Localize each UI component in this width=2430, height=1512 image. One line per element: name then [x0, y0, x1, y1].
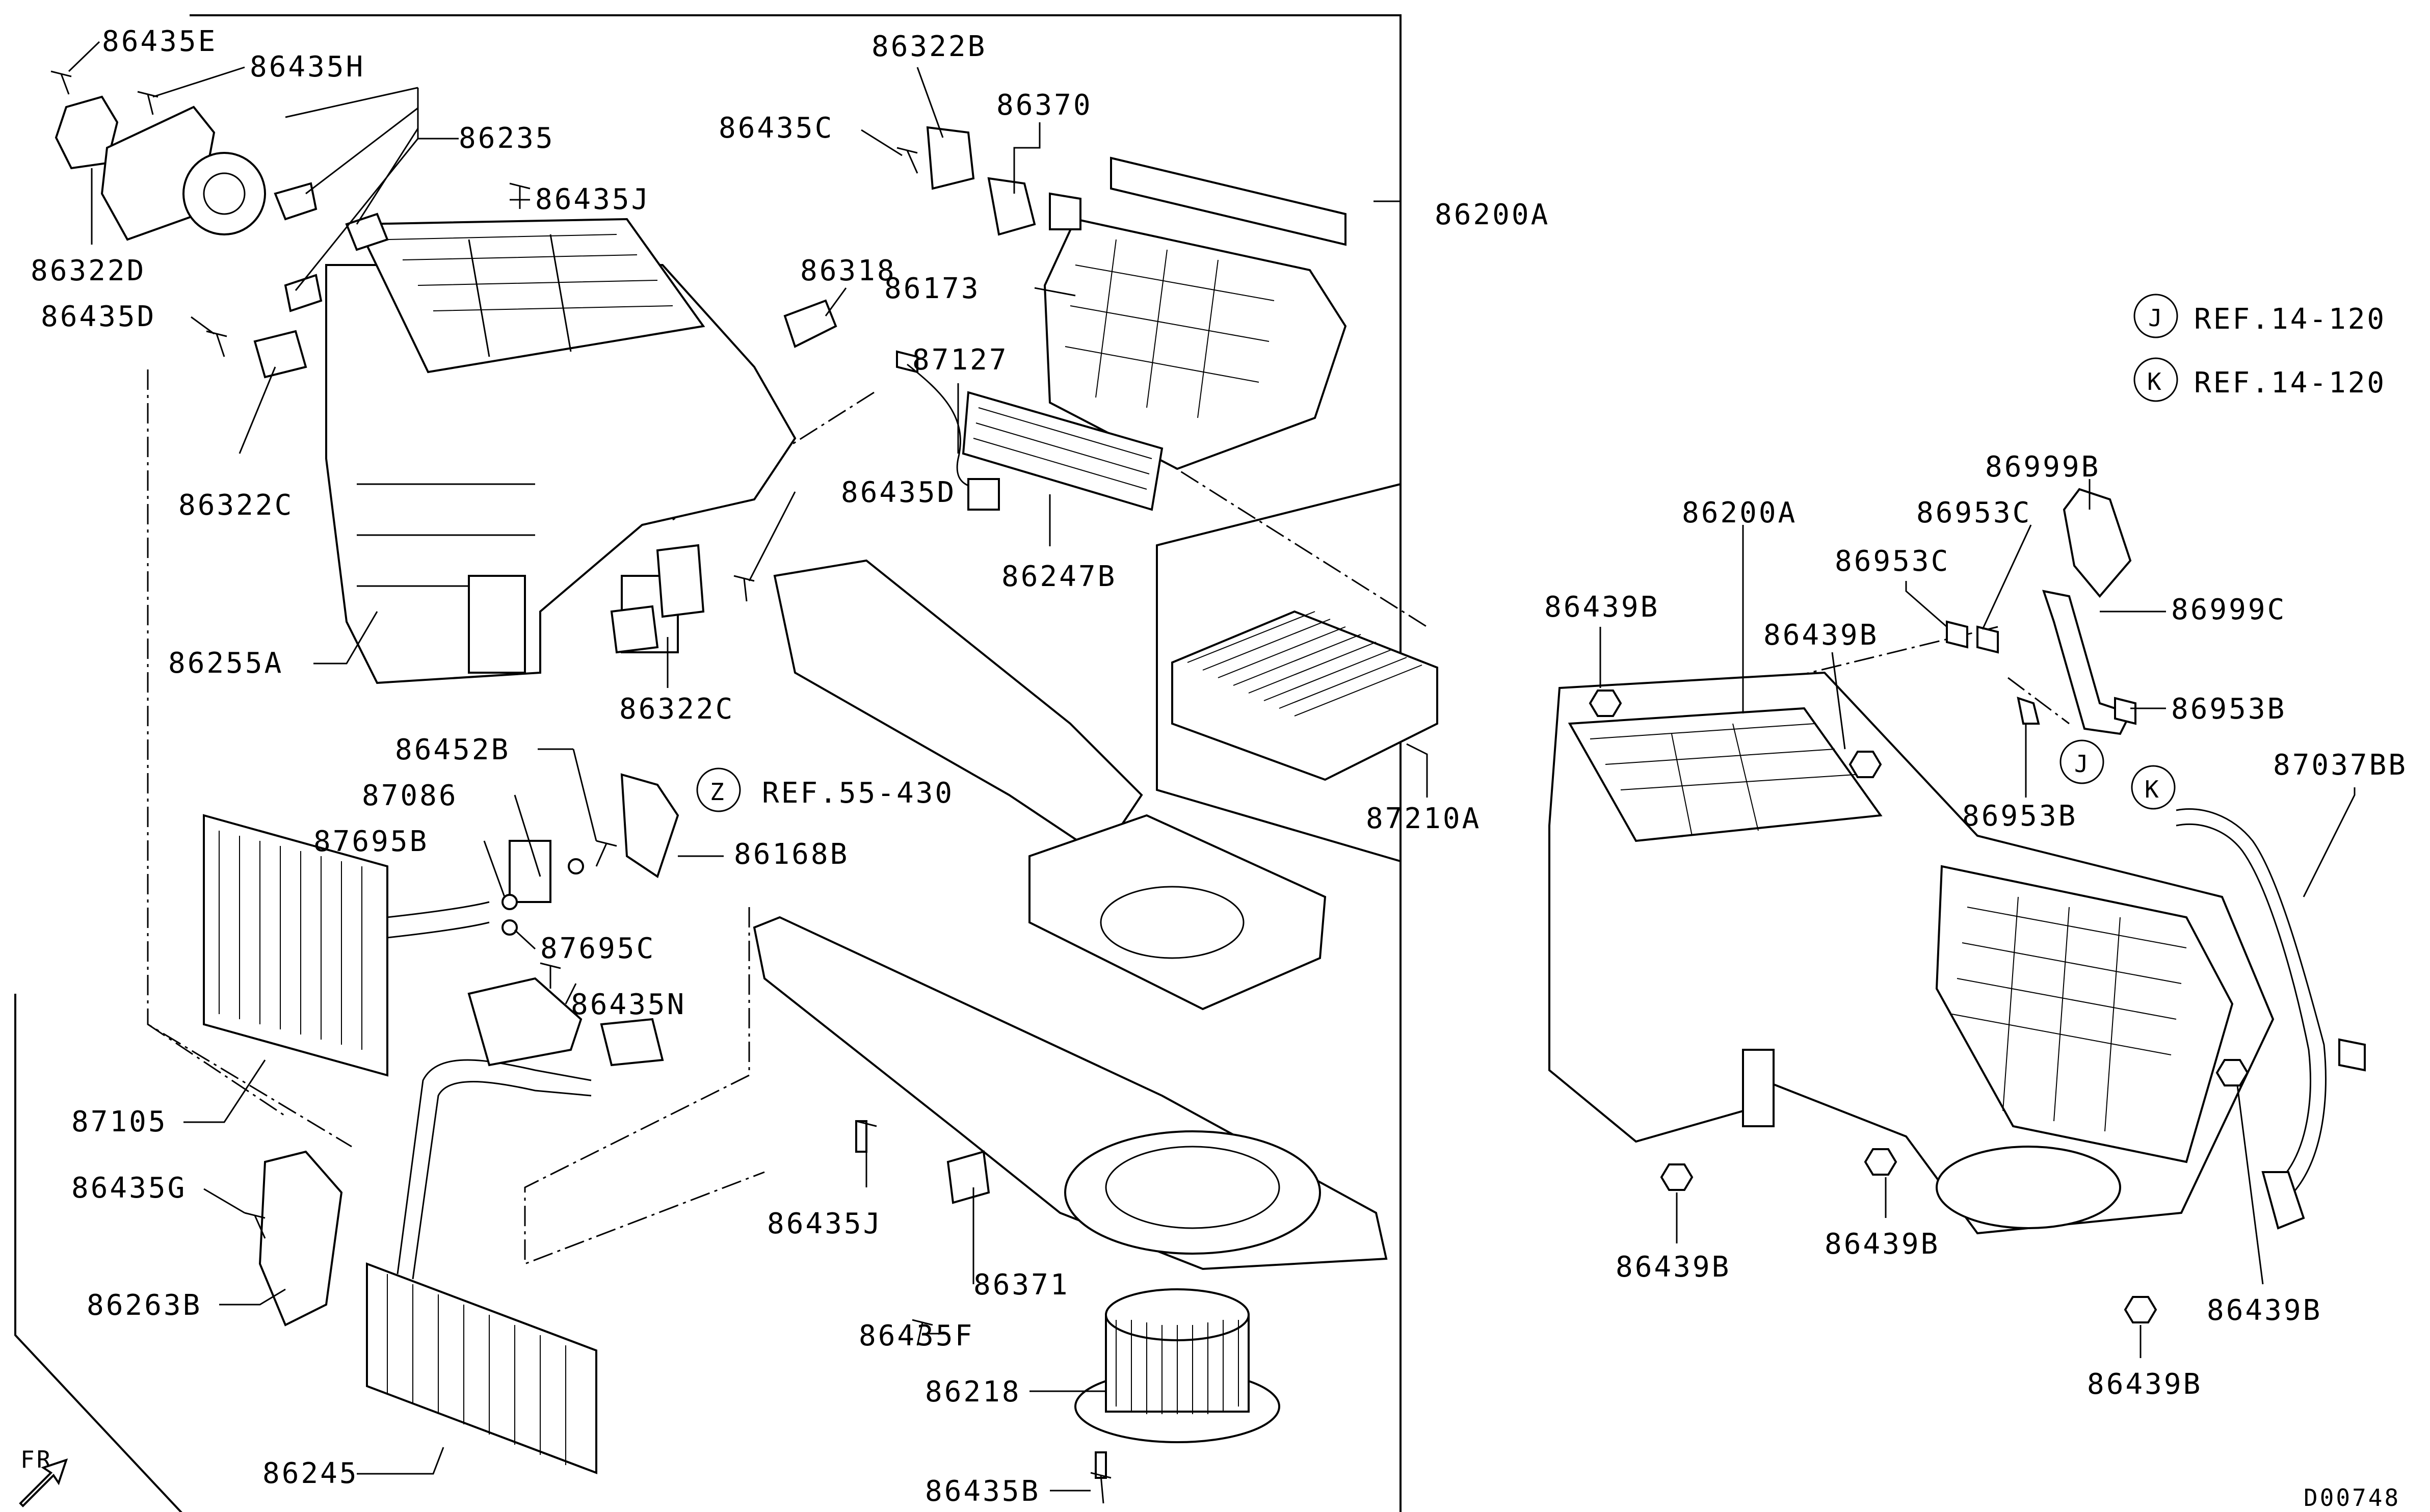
actuators-drawing — [55, 95, 837, 654]
label-86247B: 86247B — [1001, 560, 1117, 593]
label-86439B-1: 86439B — [1544, 591, 1659, 624]
front-arrow-icon — [19, 1458, 68, 1507]
ref-j-letter: J — [2148, 304, 2164, 332]
blower-fan-drawing — [1074, 1288, 1280, 1479]
label-86953B-1: 86953B — [2171, 693, 2286, 726]
label-86435J-top: 86435J — [535, 183, 650, 216]
label-86435J-bot: 86435J — [767, 1207, 882, 1240]
label-86999C: 86999C — [2171, 593, 2286, 626]
ref-k-circle — [2133, 357, 2178, 402]
label-86435D-mid: 86435D — [841, 476, 956, 509]
label-86200A-right: 86200A — [1682, 496, 1797, 529]
label-86173: 86173 — [884, 272, 981, 305]
label-86245: 86245 — [262, 1457, 359, 1490]
label-86999B: 86999B — [1985, 450, 2100, 484]
callout-k-circle — [2131, 765, 2176, 810]
label-87127: 87127 — [912, 343, 1009, 377]
ref-z-letter: Z — [710, 778, 726, 806]
hoses-drawing — [1946, 488, 2366, 1230]
screw-icons — [50, 70, 1112, 1504]
label-86263B: 86263B — [87, 1289, 202, 1322]
label-86218: 86218 — [925, 1375, 1021, 1409]
ref-j-circle — [2133, 294, 2178, 338]
label-86435H: 86435H — [250, 50, 365, 84]
label-86439B-3: 86439B — [1616, 1251, 1731, 1284]
label-86168B: 86168B — [734, 838, 849, 871]
label-86435B: 86435B — [925, 1475, 1040, 1508]
label-86439B-6: 86439B — [2087, 1368, 2202, 1401]
label-86435F: 86435F — [859, 1319, 974, 1352]
label-87086: 87086 — [362, 779, 458, 812]
leader-lines — [68, 41, 2356, 1492]
relation-lines — [147, 369, 2070, 1265]
label-86370: 86370 — [996, 89, 1093, 122]
heater-unit-drawing — [325, 218, 797, 684]
label-86322C-left: 86322C — [178, 489, 294, 522]
label-86435C: 86435C — [719, 112, 834, 145]
label-86255A: 86255A — [168, 647, 283, 680]
part-labels: 86435E 86435H 86235 86322D 86435J 86435D… — [31, 25, 2408, 1508]
label-86439B-5: 86439B — [2207, 1294, 2322, 1327]
label-87037BB: 87037BB — [2273, 749, 2408, 782]
ref-j-text: REF.14-120 — [2194, 303, 2386, 336]
diagram-id: D00748 — [2304, 1484, 2400, 1511]
ref-z-text: REF.55-430 — [762, 777, 954, 810]
callout-k-letter: K — [2145, 776, 2161, 803]
assembly-boundary — [14, 14, 1402, 1512]
callout-j-circle — [2059, 739, 2104, 784]
label-86953C-1: 86953C — [1835, 545, 1950, 578]
label-86435G: 86435G — [71, 1172, 187, 1205]
label-86322C-mid: 86322C — [619, 693, 734, 726]
label-87695C: 87695C — [540, 932, 655, 965]
label-87210A: 87210A — [1366, 802, 1481, 835]
label-86439B-4: 86439B — [1825, 1228, 1940, 1261]
label-86452B: 86452B — [395, 733, 510, 766]
heater-core-drawing — [203, 773, 679, 1077]
assembled-unit-drawing — [1548, 671, 2275, 1235]
label-86318: 86318 — [800, 254, 896, 287]
label-86435D-left: 86435D — [41, 300, 156, 333]
label-86953B-2: 86953B — [1962, 800, 2077, 833]
label-86435E: 86435E — [102, 25, 217, 58]
label-86371: 86371 — [973, 1268, 1070, 1302]
reference-callouts: Z REF.55-430 J REF.14-120 K REF.14-120 J… — [696, 294, 2386, 812]
nut-86439B-icons — [1589, 689, 2249, 1323]
label-86322D: 86322D — [31, 254, 146, 287]
label-86322B: 86322B — [871, 30, 987, 63]
evaporator-drawing — [258, 977, 664, 1474]
label-87695B: 87695B — [313, 825, 429, 858]
label-87105: 87105 — [71, 1105, 168, 1138]
callout-j-letter: J — [2074, 750, 2091, 778]
label-86235: 86235 — [459, 122, 555, 155]
label-86439B-2: 86439B — [1763, 619, 1879, 652]
lower-case-drawing — [753, 559, 1388, 1270]
front-indicator: FR — [19, 1446, 68, 1507]
label-86953C-2: 86953C — [1916, 496, 2031, 529]
ref-z-circle — [696, 767, 741, 812]
ref-k-letter: K — [2147, 368, 2163, 395]
cabin-filter-drawing — [1171, 610, 1438, 781]
upper-case-drawing — [896, 126, 1347, 511]
ref-k-text: REF.14-120 — [2194, 366, 2386, 400]
label-86435N: 86435N — [571, 988, 686, 1021]
label-86200A-top: 86200A — [1435, 198, 1550, 231]
